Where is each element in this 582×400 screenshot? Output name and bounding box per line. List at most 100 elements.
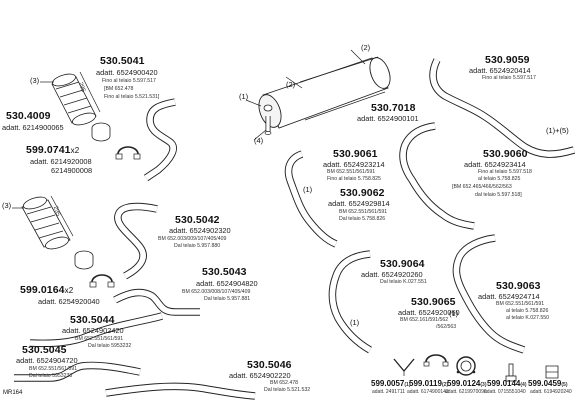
- clip-599-0459: [545, 365, 559, 379]
- note-530-5043-b: Dal telaio 5.957.881: [204, 296, 251, 302]
- part-number-599-0124: 599.0124(3): [447, 379, 487, 388]
- bolt-599-0144: [505, 363, 517, 382]
- pipe-530-5045: [14, 361, 141, 382]
- note-530-9060-c: [BM 652.465/466/562/563: [452, 184, 512, 190]
- note-530-5042-b: Dal telaio 5.957.880: [174, 243, 221, 249]
- oem-599-0164: adatt. 6254920040: [38, 297, 100, 306]
- gasket-599-0124: [456, 356, 476, 376]
- part-number-599-0164: 599.0164x2: [20, 284, 74, 296]
- clamp-599-0164: [74, 250, 115, 288]
- note-530-9063-a: BM 652.551/561/591: [496, 301, 545, 307]
- flex-pipe-530-4009: [40, 71, 101, 126]
- pipe-530-5046: [105, 382, 256, 400]
- note-530-9063-c: al telaio K.027.550: [506, 315, 549, 321]
- part-number-599-0144: 599.0144(4): [487, 379, 527, 388]
- note-530-5041-a: Fino al telaio 5.597.517: [102, 78, 156, 84]
- oem-530-9060: adatt. 6524923414: [464, 160, 526, 169]
- oem-599-0119: adatt. 6174900142: [407, 389, 449, 395]
- note-530-9064: Dal telaio K.027.551: [380, 279, 427, 285]
- oem-599-0741-a: adatt. 6214920008: [30, 157, 92, 166]
- callout-2-top: (2): [361, 43, 371, 52]
- part-number-530-9059: 530.9059: [485, 54, 530, 66]
- part-number-599-0119: 599.0119(2): [409, 379, 449, 388]
- callout-3-upper: (3): [30, 76, 40, 85]
- oem-530-9064: adatt. 6524920260: [361, 270, 423, 279]
- oem-530-5041: adatt. 6524900420: [96, 68, 158, 77]
- part-number-530-5045: 530.5045: [22, 344, 67, 356]
- callout-2-mid: (2): [286, 80, 296, 89]
- note-530-5043-a: BM 652.003/008/107/405/409: [182, 289, 251, 295]
- clip-599-0057: [393, 358, 415, 376]
- note-530-5045-a: BM 652.551/561/591: [29, 366, 78, 372]
- pipe-530-9061: [284, 150, 338, 248]
- part-number-530-9061: 530.9061: [333, 148, 378, 160]
- part-number-530-5043: 530.5043: [202, 266, 247, 278]
- oem-530-5044: adatt. 6524902420: [62, 326, 124, 335]
- note-530-9065-b: /562/563: [436, 324, 457, 330]
- callout-4-muffler: (4): [254, 136, 264, 145]
- part-number-530-9064: 530.9064: [380, 258, 425, 270]
- part-number-530-9065: 530.9065: [411, 296, 456, 308]
- part-number-530-9062: 530.9062: [340, 187, 385, 199]
- note-530-9061-b: Fino al telaio 5.758.825: [327, 176, 381, 182]
- muffler-530-7018: [245, 49, 391, 141]
- part-number-530-9063: 530.9063: [496, 280, 541, 292]
- oem-530-5043: adatt. 6524904820: [196, 279, 258, 288]
- note-530-5046-a: BM 652.478: [270, 380, 298, 386]
- part-number-530-4009: 530.4009: [6, 110, 51, 122]
- note-530-9062-b: Dal telaio 5.758.826: [339, 216, 386, 222]
- clamp-599-0741: [91, 122, 141, 160]
- oem-530-5046: adatt. 6524902220: [229, 371, 291, 380]
- callout-1-9061: (1): [303, 185, 313, 194]
- note-530-9061-a: BM 652.551/561/591: [327, 169, 376, 175]
- oem-530-9063: adatt. 6524924714: [478, 292, 540, 301]
- oem-599-0741-b: 6214900008: [51, 166, 93, 175]
- note-530-9059: Fino al telaio 5.597.517: [482, 75, 536, 81]
- note-530-5044-b: Dal telaio 5953232: [88, 343, 132, 349]
- callout-1-9063: (1): [449, 309, 459, 318]
- part-number-599-0057: 599.0057(1): [371, 379, 411, 388]
- oem-599-0459: adatt. 6194920240: [530, 389, 572, 395]
- note-530-5045-b: Dal telaio 5953233: [29, 373, 73, 379]
- oem-599-0124: adatt. 6219970090: [445, 389, 487, 395]
- pipe-530-5041: [143, 98, 177, 182]
- flex-pipe-lower: [12, 195, 74, 250]
- callout-1-muffler: (1): [239, 92, 249, 101]
- pipe-530-5042: [114, 202, 158, 280]
- note-530-9060-a: Fino al telaio 5.597.518: [478, 169, 532, 175]
- pipe-530-9063: [452, 234, 526, 354]
- oem-530-9059: adatt. 6524920414: [469, 66, 531, 75]
- note-530-5046-b: Dal telaio 5.521.532: [264, 387, 311, 393]
- oem-530-9065: adatt. 6524920060: [398, 308, 460, 317]
- note-530-5044-a: BM 652.551/561/591: [75, 336, 124, 342]
- note-530-9065-a: BM 652.161/591/562: [400, 317, 449, 323]
- part-number-530-5041: 530.5041: [100, 55, 145, 67]
- note-530-5041-c: Fino al telaio 5.521.531]: [104, 94, 160, 100]
- part-number-530-5044: 530.5044: [70, 314, 115, 326]
- callout-1-plus-5: (1)+(5): [546, 126, 569, 135]
- part-number-530-9060: 530.9060: [483, 148, 528, 160]
- pipe-530-5044: [29, 312, 163, 348]
- oem-530-7018: adatt. 6524900101: [357, 114, 419, 123]
- callout-1-9064: (1): [350, 318, 360, 327]
- pipe-530-5043: [113, 288, 200, 316]
- oem-530-9061: adatt. 6524923214: [323, 160, 385, 169]
- part-number-530-5042: 530.5042: [175, 214, 220, 226]
- pipe-530-9064: [328, 250, 372, 354]
- oem-530-5042: adatt. 6524902320: [169, 226, 231, 235]
- part-number-530-7018: 530.7018: [371, 102, 416, 114]
- note-530-5042-a: BM 652.003/009/107/405/409: [158, 236, 227, 242]
- part-number-599-0459: 599.0459(5): [528, 379, 568, 388]
- oem-530-9062: adatt. 6524929814: [328, 199, 390, 208]
- note-530-5041-b: [BM 652.478: [104, 86, 134, 92]
- note-530-9063-b: al telaio 5.758.826: [506, 308, 549, 314]
- pipe-530-9060: [399, 122, 475, 230]
- oem-599-0057: adatt. 2491711: [372, 389, 405, 395]
- pipe-530-9059: [429, 58, 576, 158]
- corner-reference: MR164: [3, 390, 23, 396]
- clamp-599-0119: [423, 354, 449, 367]
- oem-530-5045: adatt. 6524904720: [16, 356, 78, 365]
- part-number-530-5046: 530.5046: [247, 359, 292, 371]
